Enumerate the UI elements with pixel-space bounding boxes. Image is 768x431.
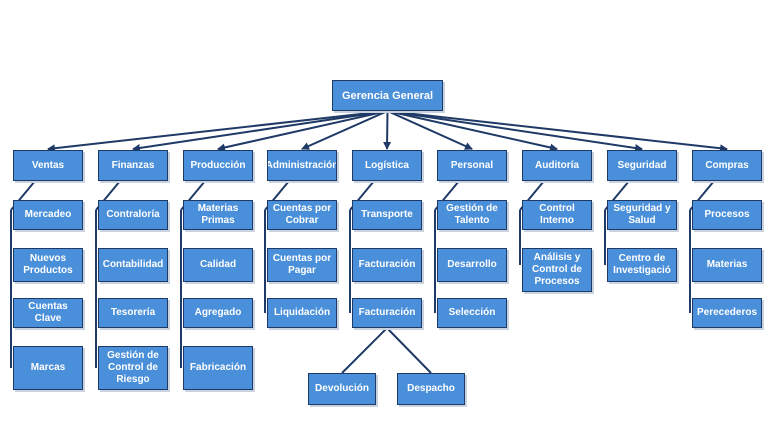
item-ventas-0: Mercadeo	[13, 200, 83, 230]
connector-to-devolucion	[341, 327, 388, 374]
item-administracion-2: Liquidación	[267, 298, 337, 328]
item-auditoria-0: Control Interno	[522, 200, 592, 230]
item-produccion-0: Materias Primas	[183, 200, 253, 230]
arrow-root-to-ventas	[47, 110, 388, 153]
arrow-root-to-finanzas	[132, 110, 388, 152]
item-auditoria-1: Análisis y Control de Procesos	[522, 248, 592, 292]
dept-auditoria: Auditoría	[522, 150, 592, 181]
subitem-devolucion: Devolución	[308, 373, 376, 405]
item-personal-0: Gestión de Talento	[437, 200, 507, 230]
root-node-gerencia-general: Gerencia General	[332, 80, 443, 111]
dept-logistica: Logística	[352, 150, 422, 181]
subitem-despacho: Despacho	[397, 373, 465, 405]
arrow-root-to-auditoria	[387, 110, 558, 152]
arrow-root-to-produccion	[217, 110, 388, 152]
item-produccion-1: Calidad	[183, 248, 253, 282]
item-finanzas-2: Tesorería	[98, 298, 168, 328]
item-produccion-2: Agregado	[183, 298, 253, 328]
item-ventas-1: Nuevos Productos	[13, 248, 83, 282]
dept-produccion: Producción	[183, 150, 253, 181]
connector-to-despacho	[386, 327, 432, 374]
item-logistica-1: Facturación	[352, 248, 422, 282]
item-finanzas-1: Contabilidad	[98, 248, 168, 282]
item-logistica-0: Transporte	[352, 200, 422, 230]
arrow-root-to-seguridad	[387, 110, 643, 152]
item-administracion-1: Cuentas por Pagar	[267, 248, 337, 282]
item-seguridad-0: Seguridad y Salud	[607, 200, 677, 230]
dept-personal: Personal	[437, 150, 507, 181]
dept-seguridad: Seguridad	[607, 150, 677, 181]
dept-finanzas: Finanzas	[98, 150, 168, 181]
item-finanzas-0: Contraloría	[98, 200, 168, 230]
item-personal-2: Selección	[437, 298, 507, 328]
item-ventas-3: Marcas	[13, 346, 83, 390]
dept-compras: Compras	[692, 150, 762, 181]
arrow-root-to-administracion	[301, 110, 388, 150]
arrow-root-to-personal	[387, 110, 473, 150]
arrow-root-to-logistica	[383, 110, 392, 150]
item-compras-0: Procesos	[692, 200, 762, 230]
item-finanzas-3: Gestión de Control de Riesgo	[98, 346, 168, 390]
arrow-root-to-compras	[387, 110, 728, 153]
item-seguridad-1: Centro de Investigació	[607, 248, 677, 282]
item-personal-1: Desarrollo	[437, 248, 507, 282]
item-compras-2: Perecederos	[692, 298, 762, 328]
item-administracion-0: Cuentas por Cobrar	[267, 200, 337, 230]
dept-ventas: Ventas	[13, 150, 83, 181]
item-compras-1: Materias	[692, 248, 762, 282]
item-logistica-2: Facturación	[352, 298, 422, 328]
item-ventas-2: Cuentas Clave	[13, 298, 83, 328]
item-produccion-3: Fabricación	[183, 346, 253, 390]
dept-administracion: Administración	[267, 150, 337, 181]
